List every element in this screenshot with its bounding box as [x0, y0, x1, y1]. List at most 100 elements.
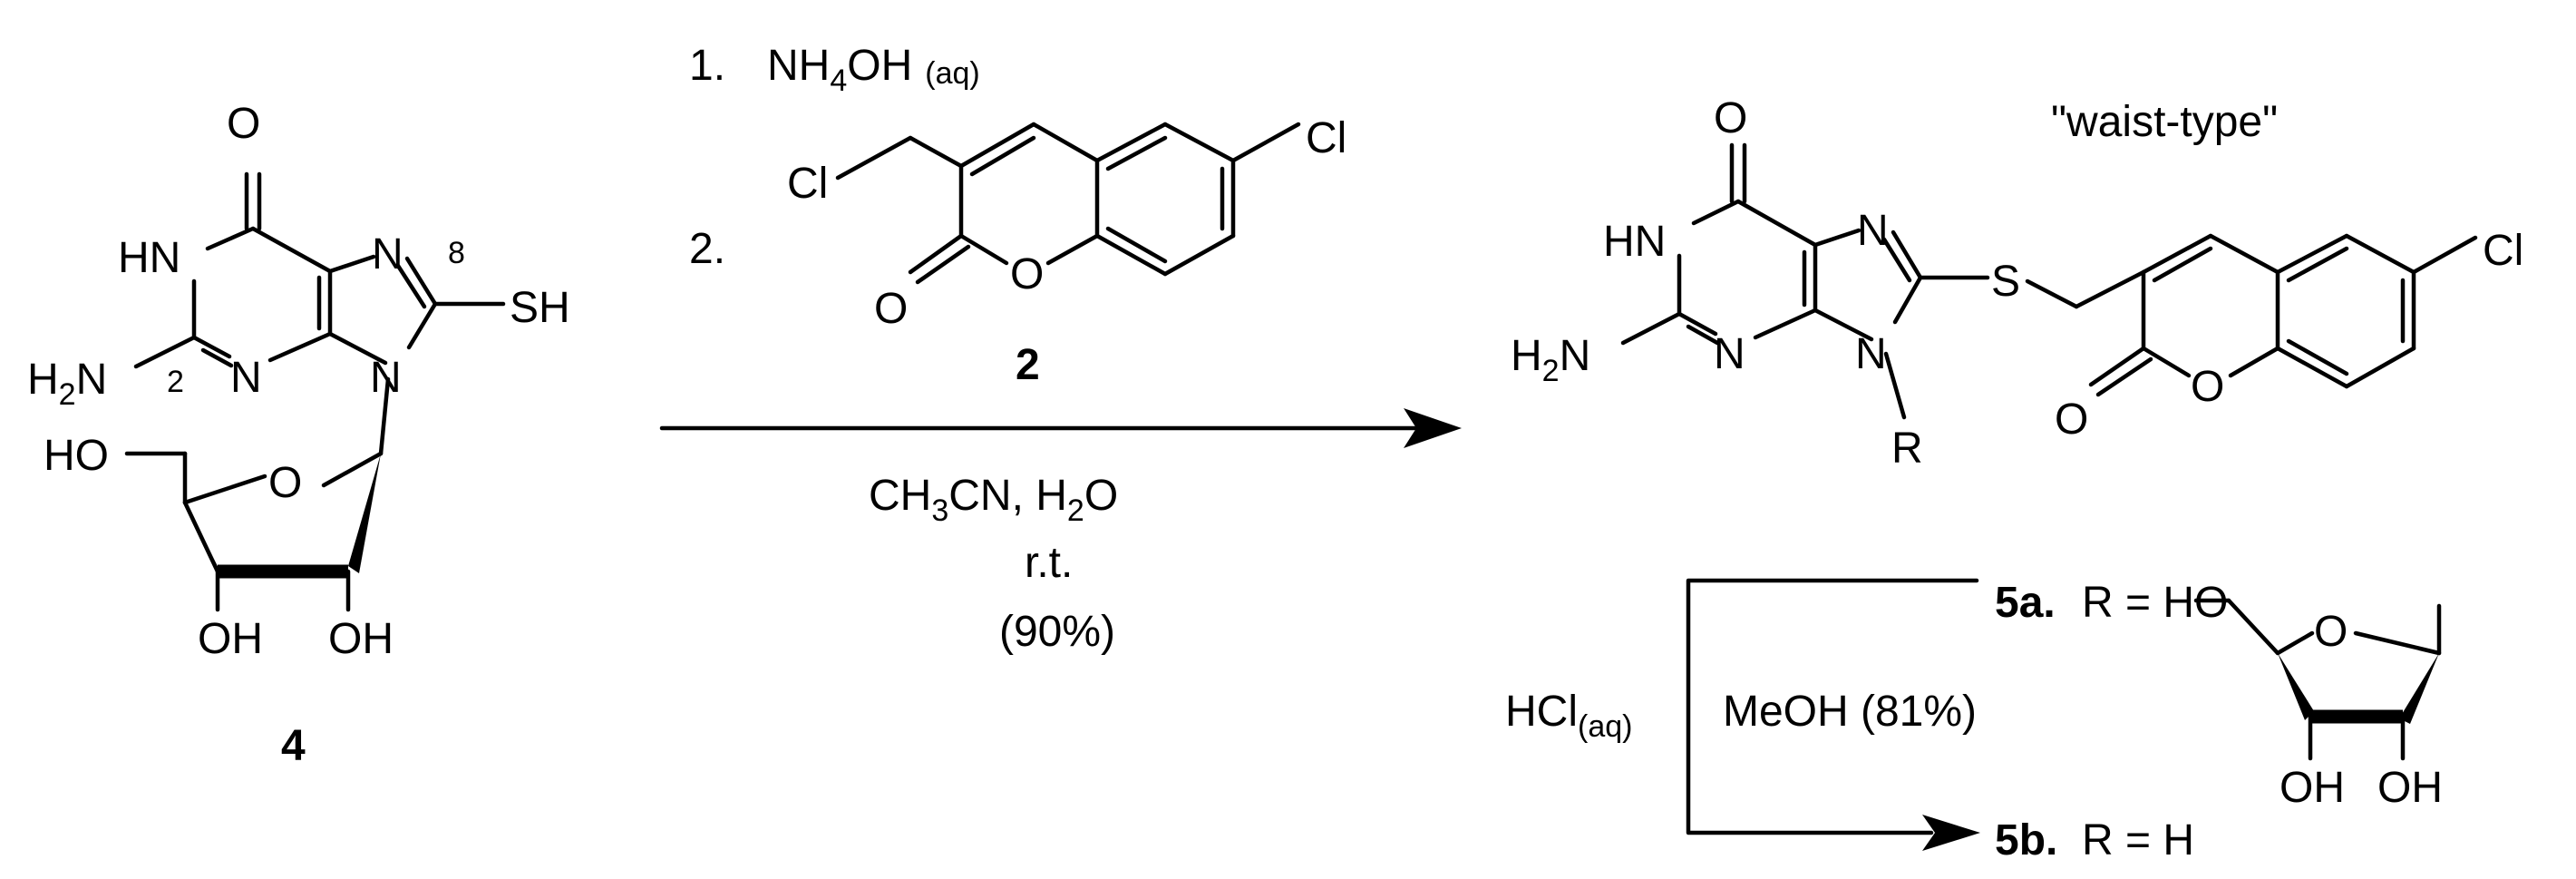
bond [2226, 598, 2280, 656]
conditions: CH3CN, H2O r.t. (90%) [869, 472, 1118, 656]
atom-nh: HN [118, 234, 180, 282]
position-label-8: 8 [448, 236, 465, 270]
atom-o-ring: O [2191, 363, 2224, 411]
type-label: "waist-type" [2051, 98, 2278, 146]
variant-label-5a: 5a. [1995, 579, 2056, 627]
bond [2208, 233, 2280, 275]
bond [1735, 199, 1818, 248]
bond [2228, 346, 2280, 378]
substituent-definitions: 5a. R = HO 5b. R = H O OH OH [1995, 579, 2443, 864]
bond [1813, 308, 1874, 342]
atom-n: N [1714, 330, 1745, 378]
bond [1892, 275, 1923, 325]
wedge-bond [2399, 653, 2439, 724]
atom-oh: OH [2377, 764, 2443, 812]
step-number: 1. [689, 42, 725, 90]
bond [1753, 308, 1818, 340]
bond [2353, 630, 2442, 656]
wedge-bond [348, 454, 381, 573]
solvents: CH3CN, H2O [869, 472, 1118, 528]
atom-oh: OH [328, 615, 394, 663]
reagents: 1. NH4OH(aq) 2. [689, 42, 980, 273]
atom-n: N [1857, 207, 1889, 255]
atom-h2n: H2N [1511, 332, 1590, 388]
bond [1620, 311, 1682, 346]
variant-definition-5b: R = H [2082, 816, 2194, 864]
atom-o-carbonyl: O [874, 285, 908, 333]
bond [2344, 346, 2416, 389]
bond [1031, 122, 1100, 163]
bond [133, 335, 197, 369]
acid-reagent: HCl(aq) [1505, 688, 1632, 744]
atom-o: O [227, 100, 260, 148]
compound-2: Cl Cl O O 2 [787, 114, 1346, 389]
bond [2152, 246, 2213, 283]
bond [205, 226, 256, 251]
atom-n: N [370, 354, 402, 402]
bond [2275, 233, 2349, 275]
bond [1105, 135, 1168, 171]
bond [1162, 122, 1236, 163]
atom-h2n: H2N [27, 356, 107, 412]
bond [1162, 233, 1236, 277]
bond [1105, 226, 1168, 264]
bond [1230, 122, 1301, 163]
bond [250, 226, 333, 274]
bond [2074, 269, 2146, 309]
solvent: MeOH [1723, 688, 1849, 736]
bond [835, 135, 913, 181]
bond [2275, 346, 2349, 389]
bond [1677, 311, 1718, 337]
atom-r: R [1891, 425, 1923, 473]
bond [404, 256, 438, 307]
bond [2095, 356, 2153, 397]
yield: (90%) [999, 608, 1115, 656]
bond [1881, 237, 1912, 283]
product-5: "waist-type" O HN N S N N R H2N Cl O O [1511, 94, 2523, 473]
position-label-2: 2 [167, 365, 184, 399]
bond [2275, 630, 2315, 656]
atom-cl: Cl [1306, 114, 1346, 162]
bond [1094, 122, 1168, 163]
bond [1691, 199, 1741, 226]
arrow-head [1922, 815, 1980, 851]
atom-oh: OH [2280, 764, 2345, 812]
bond [1813, 228, 1862, 248]
atom-cl: Cl [787, 160, 828, 208]
bent-arrow [1686, 578, 1979, 835]
atom-n: N [372, 230, 403, 278]
atom-ho: HO [44, 432, 109, 480]
atom-oh: OH [198, 615, 263, 663]
wedge-bond [185, 503, 223, 577]
bond [200, 347, 234, 368]
bond [406, 301, 438, 350]
bond [1891, 230, 1923, 280]
bond [908, 135, 964, 169]
atom-o-ring: O [2314, 608, 2348, 656]
variant-label-5b: 5b. [1995, 816, 2057, 864]
hydrolysis-step: HCl(aq) MeOH (81%) [1505, 578, 1980, 851]
bond [1686, 324, 1720, 346]
compound-label: 2 [1016, 341, 1040, 389]
bond [2088, 346, 2146, 387]
bond [191, 335, 232, 359]
atom-n: N [1855, 330, 1887, 378]
bond [2411, 235, 2478, 275]
atom-s: S [1991, 258, 2020, 306]
arrow-head [1404, 408, 1462, 448]
bond [2025, 278, 2079, 309]
bond [958, 233, 1009, 266]
bond [327, 331, 388, 366]
bond [378, 376, 391, 456]
compound-4: O HN N 8 SH N N H2N 2 HO O OH OH 4 [27, 100, 570, 770]
bond [182, 474, 267, 505]
bond [1883, 351, 1907, 420]
reaction-arrow [659, 408, 1462, 448]
atom-n: N [230, 354, 262, 402]
atom-sh: SH [510, 284, 570, 332]
bond [2344, 233, 2416, 275]
temperature: r.t. [1025, 539, 1073, 587]
bond [321, 451, 384, 488]
atom-o-ring: O [268, 459, 302, 507]
bond [2141, 233, 2213, 275]
